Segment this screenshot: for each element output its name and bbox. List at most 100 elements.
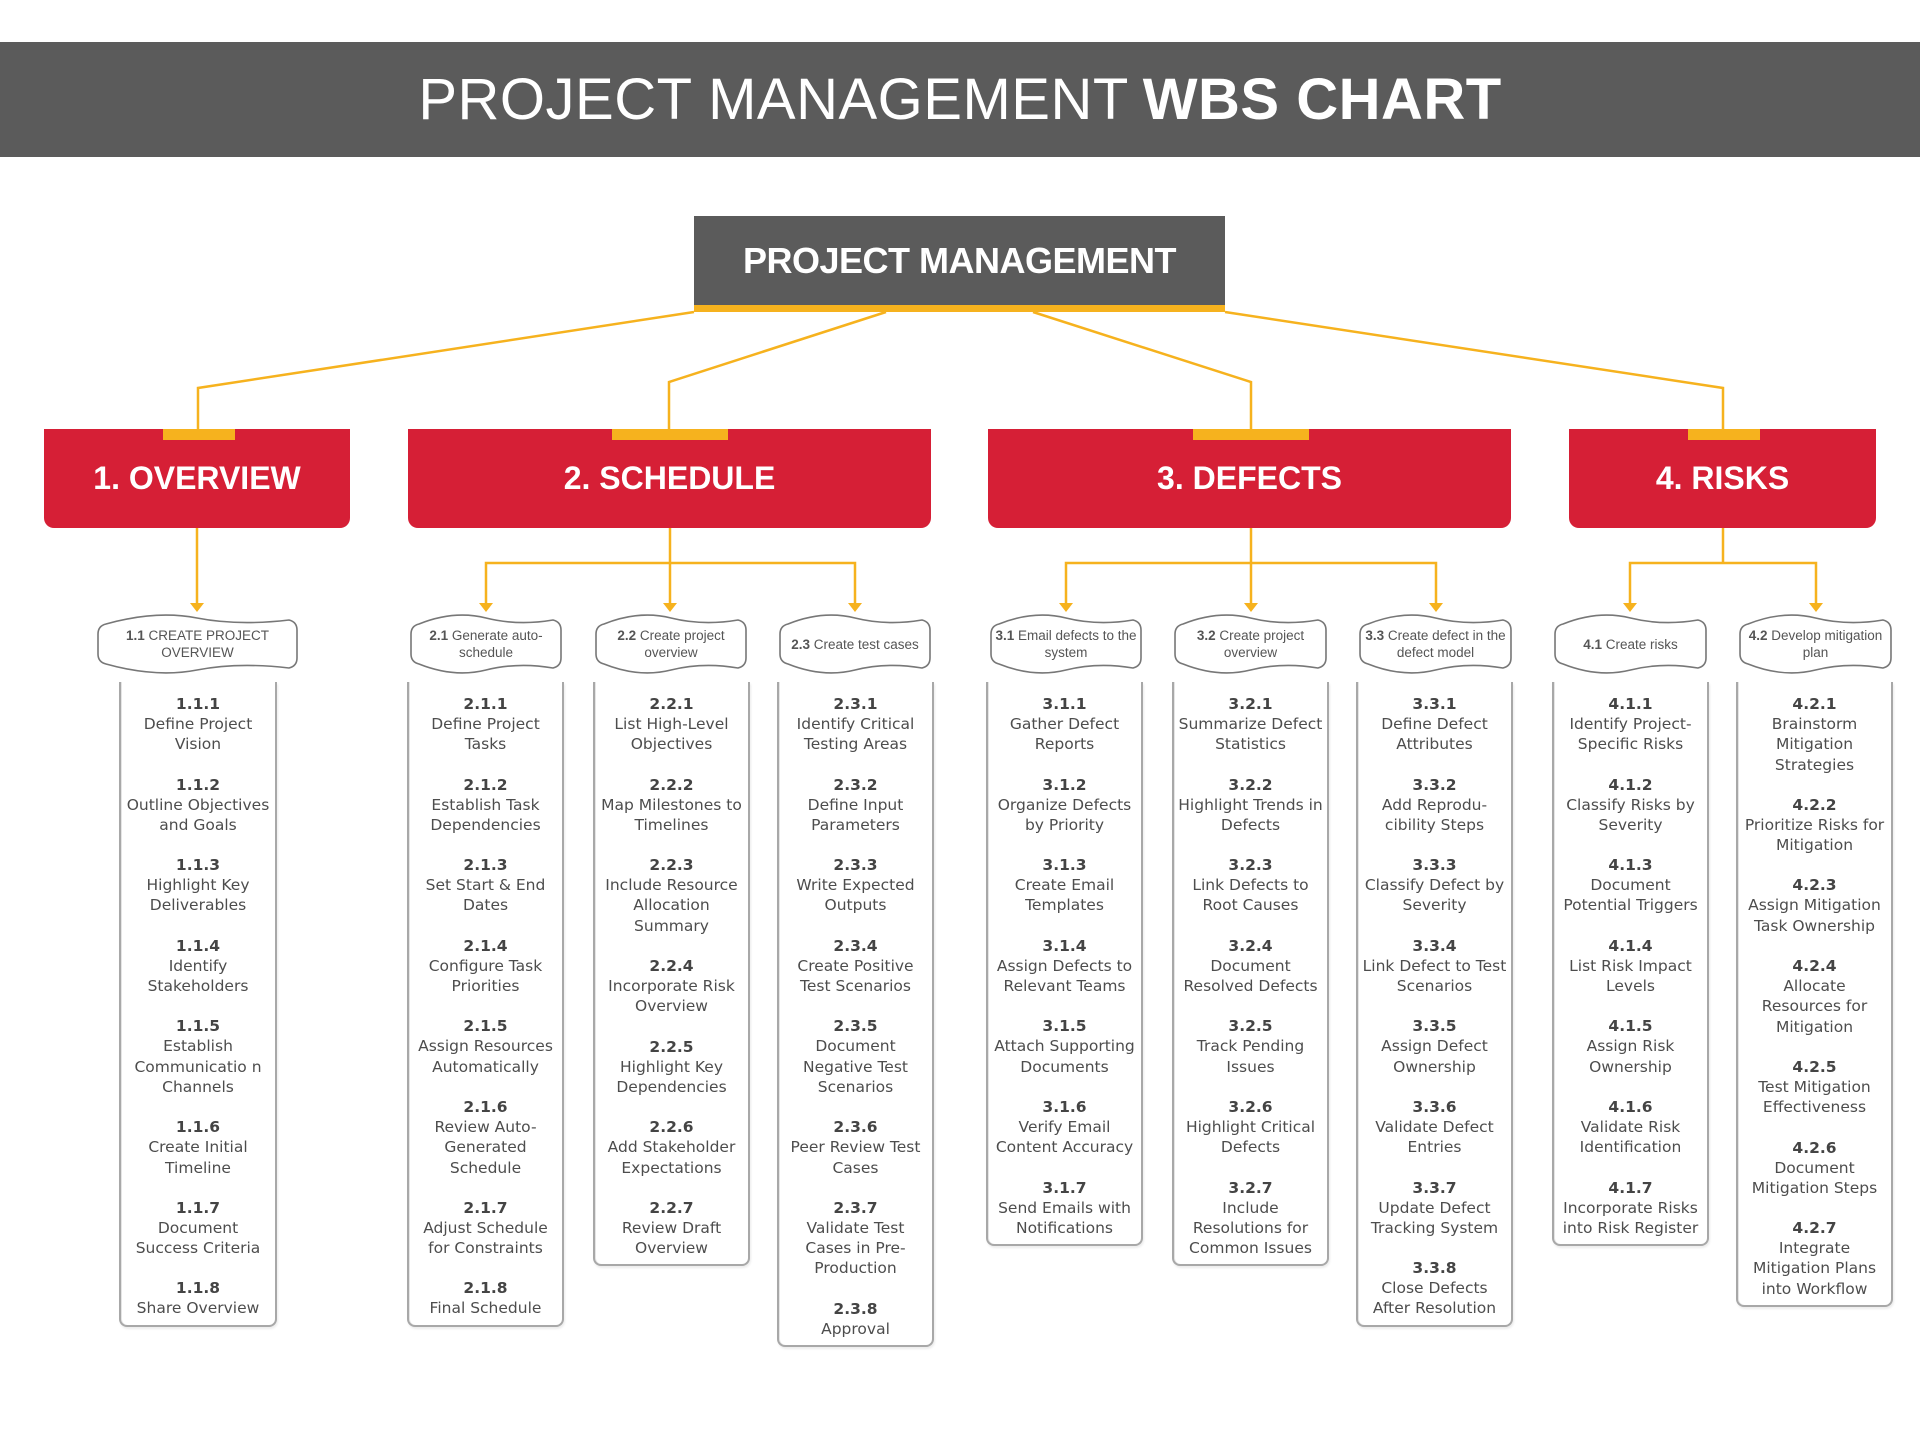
phase-risks: 4. RISKS (1569, 429, 1876, 528)
task-label: Add Reprodu-cibility Steps (1381, 795, 1488, 834)
task-label: Organize Defects by Priority (997, 795, 1132, 834)
task-label: Document Mitigation Steps (1751, 1158, 1878, 1197)
wavy-label-shape (97, 614, 298, 674)
task-label: Map Milestones to Timelines (601, 795, 742, 834)
package-name: Generate auto-schedule (451, 628, 543, 660)
task-code: 2.3.8 (833, 1299, 878, 1318)
task-code: 3.3.5 (1412, 1017, 1457, 1036)
task-code: 3.3.3 (1412, 856, 1457, 875)
package-code: 2.3 (791, 636, 810, 652)
task-label: Document Negative Test Scenarios (802, 1037, 908, 1096)
task-code: 1.1.7 (175, 1198, 221, 1217)
task-code: 4.2.5 (1792, 1057, 1837, 1076)
task-label: Establish Communicatio n Channels (134, 1037, 262, 1096)
task-label: Include Resolutions for Common Issues (1189, 1198, 1312, 1258)
task-label: Create Email Templates (1014, 876, 1115, 915)
package-2-3: 2.3 Create test cases (778, 614, 932, 674)
chart-title: PROJECT MANAGEMENT WBS CHART (0, 42, 1920, 157)
task-code: 2.2.6 (649, 1118, 694, 1137)
task-code: 2.1.8 (463, 1279, 508, 1298)
package-name: Create project overview (1219, 628, 1305, 660)
task-code: 2.1.5 (463, 1017, 508, 1036)
phase-label: 1. OVERVIEW (93, 460, 301, 496)
task-label: Incorporate Risks into Risk Register (1562, 1198, 1699, 1237)
task-code: 3.3.6 (1412, 1097, 1457, 1116)
task-code: 3.3.8 (1412, 1259, 1457, 1278)
task-code: 3.2.6 (1228, 1097, 1273, 1116)
phase-schedule: 2. SCHEDULE (408, 429, 931, 528)
task-code: 1.1.5 (175, 1017, 221, 1036)
task-label: Set Start & End Dates (425, 876, 546, 915)
task-code: 3.1.6 (1042, 1097, 1087, 1116)
task-label: Brainstorm Mitigation Strategies (1771, 715, 1858, 774)
package-3-3: 3.3 Create defect in the defect model (1358, 614, 1513, 674)
task-label: Add Stakeholder Expectations (607, 1138, 736, 1177)
wavy-label-shape (410, 614, 562, 674)
task-code: 4.1.5 (1608, 1017, 1653, 1036)
task-label: Define Input Parameters (807, 795, 904, 834)
task-label: Create Initial Timeline (148, 1138, 248, 1177)
package-name: Develop mitigation plan (1771, 628, 1883, 660)
task-label: Test Mitigation Effectiveness (1758, 1077, 1871, 1117)
package-code: 1.1 (125, 628, 145, 643)
root-node-label: PROJECT MANAGEMENT (742, 239, 1177, 281)
phase-label: 3. DEFECTS (1157, 460, 1342, 496)
task-label: Send Emails with Notifications (998, 1198, 1131, 1237)
task-label: Verify Email Content Accuracy (995, 1117, 1134, 1157)
package-code: 4.1 (1583, 636, 1602, 652)
task-label: Assign Defect Ownership (1381, 1037, 1488, 1076)
package-3-2: 3.2 Create project overview (1173, 614, 1328, 674)
task-code: 2.3.2 (833, 775, 878, 794)
task-label: Adjust Schedule for Constraints (423, 1218, 548, 1258)
task-label: Document Success Criteria (135, 1218, 261, 1258)
package-name: Create test cases (813, 636, 919, 652)
task-label: Highlight Trends in Defects (1178, 795, 1323, 834)
task-code: 2.2.5 (649, 1037, 694, 1056)
task-label: Establish Task Dependencies (430, 795, 541, 834)
package-code: 2.2 (617, 628, 637, 643)
task-code: 2.3.6 (833, 1118, 878, 1137)
task-code: 2.3.3 (833, 856, 878, 875)
wavy-label-shape (1174, 614, 1327, 674)
task-code: 1.1.8 (175, 1279, 221, 1298)
phase-tab-marker (1688, 429, 1760, 440)
task-code: 3.1.2 (1042, 775, 1087, 794)
task-label: Final Schedule (429, 1299, 542, 1318)
package-code: 3.3 (1365, 628, 1385, 643)
task-code: 4.1.3 (1608, 856, 1653, 875)
task-code: 4.2.6 (1792, 1138, 1837, 1157)
task-code: 3.3.4 (1412, 936, 1457, 955)
task-label: Highlight Key Dependencies (616, 1057, 727, 1096)
task-label: Document Potential Triggers (1563, 876, 1698, 915)
package-2-1: 2.1 Generate auto-schedule (409, 614, 563, 674)
task-label: Write Expected Outputs (796, 876, 915, 915)
package-name: Create defect in the defect model (1387, 628, 1506, 660)
